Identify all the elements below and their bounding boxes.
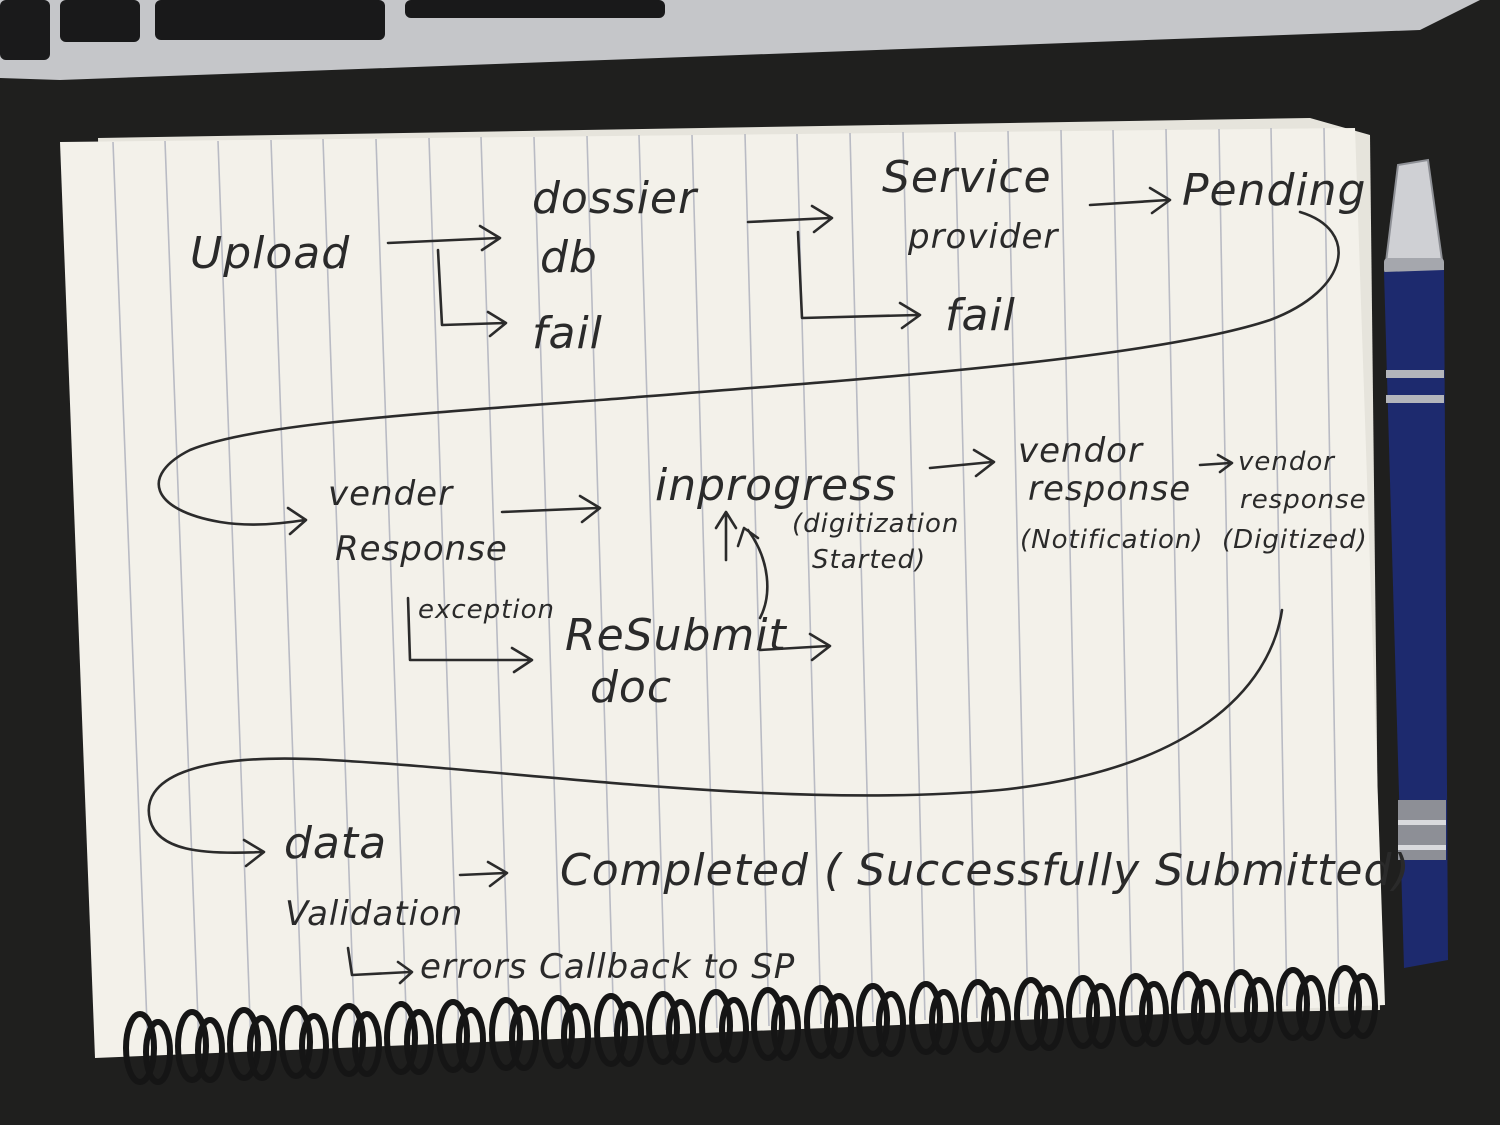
fail-label-2: fail bbox=[945, 290, 1016, 341]
keyboard bbox=[0, 0, 1480, 80]
connector-digitized-to-data-validation bbox=[147, 608, 1284, 868]
doc-label: doc bbox=[590, 662, 672, 713]
arrow-inprogress-to-vendor-notif bbox=[928, 448, 996, 478]
arrow-resubmit-right bbox=[758, 632, 832, 662]
arrow-notif-to-digitized bbox=[1198, 453, 1234, 474]
arrow-resubmit-up bbox=[714, 510, 738, 562]
digitized-label: (Digitized) bbox=[1222, 525, 1368, 555]
data-label: data bbox=[284, 818, 387, 869]
dossier-label: dossier bbox=[532, 173, 699, 224]
vendor-label: vender bbox=[328, 474, 454, 514]
arrow-validation-to-completed bbox=[458, 860, 509, 888]
fail-label-1: fail bbox=[532, 308, 603, 359]
started-label: Started) bbox=[812, 545, 926, 575]
connector-pending-to-vendor-response bbox=[157, 210, 1340, 536]
response-label: Response bbox=[335, 529, 508, 569]
service-label: Service bbox=[882, 152, 1052, 203]
arrow-service-to-pending bbox=[1088, 186, 1172, 215]
vendor-digitized-label: vendor bbox=[1238, 447, 1336, 477]
response-digitized-label: response bbox=[1240, 485, 1367, 515]
arrow-upload-to-dossier bbox=[386, 224, 502, 252]
inprogress-label: inprogress bbox=[655, 460, 897, 511]
pen bbox=[1384, 158, 1448, 968]
validation-label: Validation bbox=[285, 894, 463, 934]
arrow-dossier-to-service bbox=[746, 204, 834, 234]
completed-label: Completed ( Successfully Submitted) bbox=[560, 845, 1411, 896]
digitization-label: (digitization bbox=[792, 509, 959, 539]
arrow-validation-to-errors bbox=[346, 946, 414, 985]
arrow-upload-to-fail bbox=[436, 248, 508, 338]
provider-label: provider bbox=[907, 217, 1059, 257]
upload-label: Upload bbox=[190, 228, 350, 279]
resubmit-label: ReSubmit bbox=[565, 610, 787, 661]
errors-callback-label: errors Callback to SP bbox=[420, 947, 795, 987]
db-label: db bbox=[540, 232, 598, 283]
page-rulings bbox=[112, 127, 1340, 1051]
arrow-vendor-to-inprogress bbox=[500, 494, 602, 524]
arrow-resubmit-to-inprogress bbox=[736, 526, 769, 620]
arrow-vendor-to-resubmit bbox=[406, 596, 534, 674]
arrow-dossier-to-fail bbox=[796, 230, 922, 330]
response-notif-label: response bbox=[1028, 469, 1191, 509]
notification-label: (Notification) bbox=[1020, 525, 1203, 555]
pending-label: Pending bbox=[1182, 165, 1366, 216]
exception-label: exception bbox=[418, 595, 555, 625]
spiral-binding bbox=[123, 965, 1378, 1085]
vendor-notif-label: vendor bbox=[1018, 431, 1144, 471]
